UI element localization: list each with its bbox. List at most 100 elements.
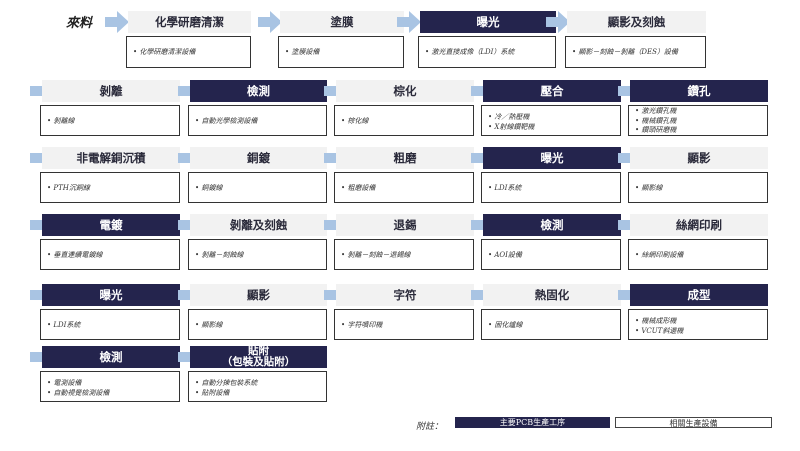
legend-main-process: 主要PCB生產工序: [455, 417, 610, 428]
equipment-box: • 電測設備• 自動視覺檢測設備: [40, 371, 180, 402]
equipment-item: • 貼附設備: [195, 389, 230, 397]
process-step-label: 顯影及刻蝕: [607, 15, 666, 29]
equipment-item: • 銅鍍線: [195, 184, 223, 192]
equipment-item: • AOI設備: [488, 251, 522, 259]
equipment-box: • AOI設備: [481, 239, 621, 270]
equipment-box: • 化學研磨清潔設備: [126, 36, 251, 68]
equipment-item: • 垂直連續電鍍線: [47, 251, 103, 259]
equipment-item: • 字符噴印機: [341, 321, 383, 329]
process-step-label: 檢測: [540, 218, 564, 232]
process-step-label: 電鍍: [99, 218, 123, 232]
legend-equipment: 相關生產設備: [615, 417, 772, 428]
equipment-item: • 塗膜設備: [285, 48, 320, 56]
process-step: 塗膜: [280, 11, 404, 33]
process-step-sublabel: （包裝及貼附）: [221, 356, 296, 368]
equipment-box: • 垂直連續電鍍線: [40, 239, 180, 270]
process-step-label: 曝光: [476, 15, 500, 29]
equipment-item: • 機械成形機: [635, 317, 677, 325]
equipment-item: • 鑽頭研磨機: [635, 126, 677, 134]
process-step: 熱固化: [483, 284, 621, 306]
process-step-label: 絲網印刷: [676, 218, 722, 232]
equipment-box: • 棕化線: [334, 105, 474, 136]
equipment-item: • 顯影線: [635, 184, 663, 192]
equipment-box: • 銅鍍線: [188, 172, 327, 203]
process-step: 顯影: [630, 147, 768, 169]
process-step: 字符: [336, 284, 474, 306]
equipment-item: • 固化爐線: [488, 321, 523, 329]
equipment-item: • 剝離－刻蝕線: [195, 251, 244, 259]
flow-arrow-icon: [397, 11, 421, 33]
equipment-item: • LDI系統: [488, 184, 522, 192]
equipment-item: • 自動光學檢測設備: [195, 117, 258, 125]
equipment-item: • 棕化線: [341, 117, 369, 125]
flow-arrow-icon: [546, 11, 570, 33]
process-step-label: 退錫: [393, 218, 417, 232]
process-step-label: 銅鍍: [247, 151, 270, 165]
equipment-item: • X射線鑽靶機: [488, 123, 535, 131]
equipment-box: • 激光直接成像（LDI）系統: [418, 36, 556, 68]
equipment-box: • 塗膜設備: [278, 36, 404, 68]
equipment-box: • 機械成形機 • VCUT斜邊機: [628, 309, 768, 340]
equipment-item: • LDI系統: [47, 321, 81, 329]
equipment-box: • LDI系統: [40, 309, 180, 340]
process-step-label: 顯影: [247, 288, 270, 302]
process-step-label: 成型: [687, 288, 711, 302]
process-step: 剝離: [42, 80, 180, 102]
process-step: 粗磨: [336, 147, 474, 169]
process-step: 剝離及刻蝕: [190, 214, 327, 236]
process-step: 銅鍍: [190, 147, 327, 169]
equipment-item: • 激光直接成像（LDI）系統: [425, 48, 515, 56]
equipment-item: • 化學研磨清潔設備: [133, 48, 196, 56]
process-step: 曝光: [420, 11, 556, 33]
process-step: 化學研磨清潔: [128, 11, 251, 33]
equipment-box: • 激光鑽孔機• 機械鑽孔機• 鑽頭研磨機: [628, 105, 768, 136]
equipment-item: • 機械鑽孔機: [635, 116, 677, 125]
process-step: 成型: [630, 284, 768, 306]
process-step: 檢測: [42, 346, 180, 368]
process-step-label: 剝離及刻蝕: [229, 218, 288, 232]
process-step: 絲網印刷: [630, 214, 768, 236]
equipment-item: • 絲網印刷設備: [635, 251, 684, 259]
process-step-label: 非電解銅沉積: [76, 151, 146, 165]
equipment-box: • PTH沉銅線: [40, 172, 180, 203]
process-step-label: 貼附: [248, 345, 269, 357]
flow-arrow-icon: [105, 11, 129, 33]
process-step-label: 剝離: [99, 84, 123, 98]
process-step-label: 曝光: [540, 151, 564, 165]
process-step-label: 塗膜: [330, 15, 354, 29]
equipment-box: • 粗磨設備: [334, 172, 474, 203]
equipment-box: • 顯影－刻蝕－剝離（DES）設備: [565, 36, 706, 68]
equipment-box: • 絲網印刷設備: [628, 239, 768, 270]
flow-arrow-icon: [258, 11, 282, 33]
equipment-item: • 粗磨設備: [341, 184, 376, 192]
process-step: 鑽孔: [630, 80, 768, 102]
equipment-item: • 顯影－刻蝕－剝離（DES）設備: [572, 48, 678, 56]
equipment-box: • 自動分揀包裝系統 • 貼附設備: [188, 371, 327, 402]
process-step: 退錫: [336, 214, 474, 236]
process-step: 壓合: [483, 80, 621, 102]
equipment-item: • 剝離－刻蝕－退錫線: [341, 251, 411, 259]
process-step: 棕化: [336, 80, 474, 102]
equipment-item: • 自動分揀包裝系統: [195, 379, 258, 387]
equipment-box: • 剝離－刻蝕－退錫線: [334, 239, 474, 270]
process-step-label: 顯影: [687, 151, 711, 165]
process-step: 曝光: [483, 147, 621, 169]
process-step-label: 檢測: [99, 350, 123, 364]
process-step: 曝光: [42, 284, 180, 306]
equipment-item: • 電測設備: [47, 379, 82, 387]
process-step-label: 棕化: [393, 84, 417, 98]
equipment-box: • 字符噴印機: [334, 309, 474, 340]
process-step: 非電解銅沉積: [42, 147, 180, 169]
process-step-label: 化學研磨清潔: [155, 15, 224, 29]
process-step-label: 鑽孔: [687, 84, 711, 98]
process-step-label: 曝光: [99, 288, 123, 302]
process-step: 電鍍: [42, 214, 180, 236]
equipment-item: • 激光鑽孔機: [635, 107, 677, 115]
process-step-label: 檢測: [247, 84, 270, 98]
process-step-label: 壓合: [540, 84, 564, 98]
process-step: 顯影: [190, 284, 327, 306]
process-step-label: 粗磨: [393, 151, 417, 165]
process-step: 檢測: [190, 80, 327, 102]
equipment-item: • VCUT斜邊機: [635, 327, 684, 335]
legend-note: 附註：: [416, 422, 444, 432]
